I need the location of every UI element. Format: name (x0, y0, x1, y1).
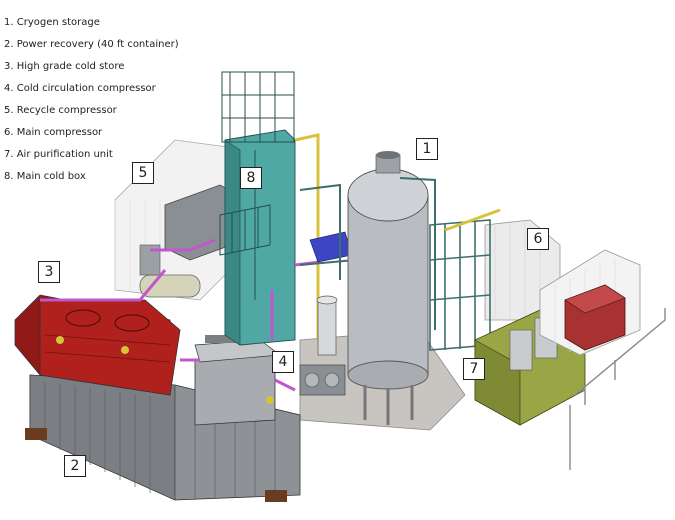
callout-4: 4 (272, 351, 294, 373)
callout-6: 6 (527, 228, 549, 250)
cryogenic-pump (299, 295, 346, 396)
callout-8: 8 (240, 167, 262, 189)
fenced-compound (539, 249, 641, 356)
cryogen-storage-tank (347, 151, 436, 425)
high-grade-cold-store (14, 269, 181, 396)
legend-item-8: 8. Main cold box (4, 171, 86, 182)
main-cold-box (219, 71, 321, 346)
callout-7: 7 (463, 358, 485, 380)
legend-item-7: 7. Air purification unit (4, 149, 113, 160)
component-legend: 1. Cryogen storage 2. Power recovery (40… (4, 12, 179, 188)
cold-circulation-compressor (180, 335, 296, 426)
callout-3: 3 (38, 261, 60, 283)
exhaust-pipe (569, 308, 666, 470)
callout-5: 5 (132, 162, 154, 184)
interconnect-frame (299, 183, 356, 280)
callout-1: 1 (416, 138, 438, 160)
legend-item-4: 4. Cold circulation compressor (4, 83, 156, 94)
legend-item-1: 1. Cryogen storage (4, 17, 100, 28)
callout-2: 2 (64, 455, 86, 477)
interconnect-platform (309, 231, 353, 263)
legend-item-3: 3. High grade cold store (4, 61, 125, 72)
legend-item-5: 5. Recycle compressor (4, 105, 117, 116)
legend-item-2: 2. Power recovery (40 ft container) (4, 39, 179, 50)
legend-item-6: 6. Main compressor (4, 127, 103, 138)
